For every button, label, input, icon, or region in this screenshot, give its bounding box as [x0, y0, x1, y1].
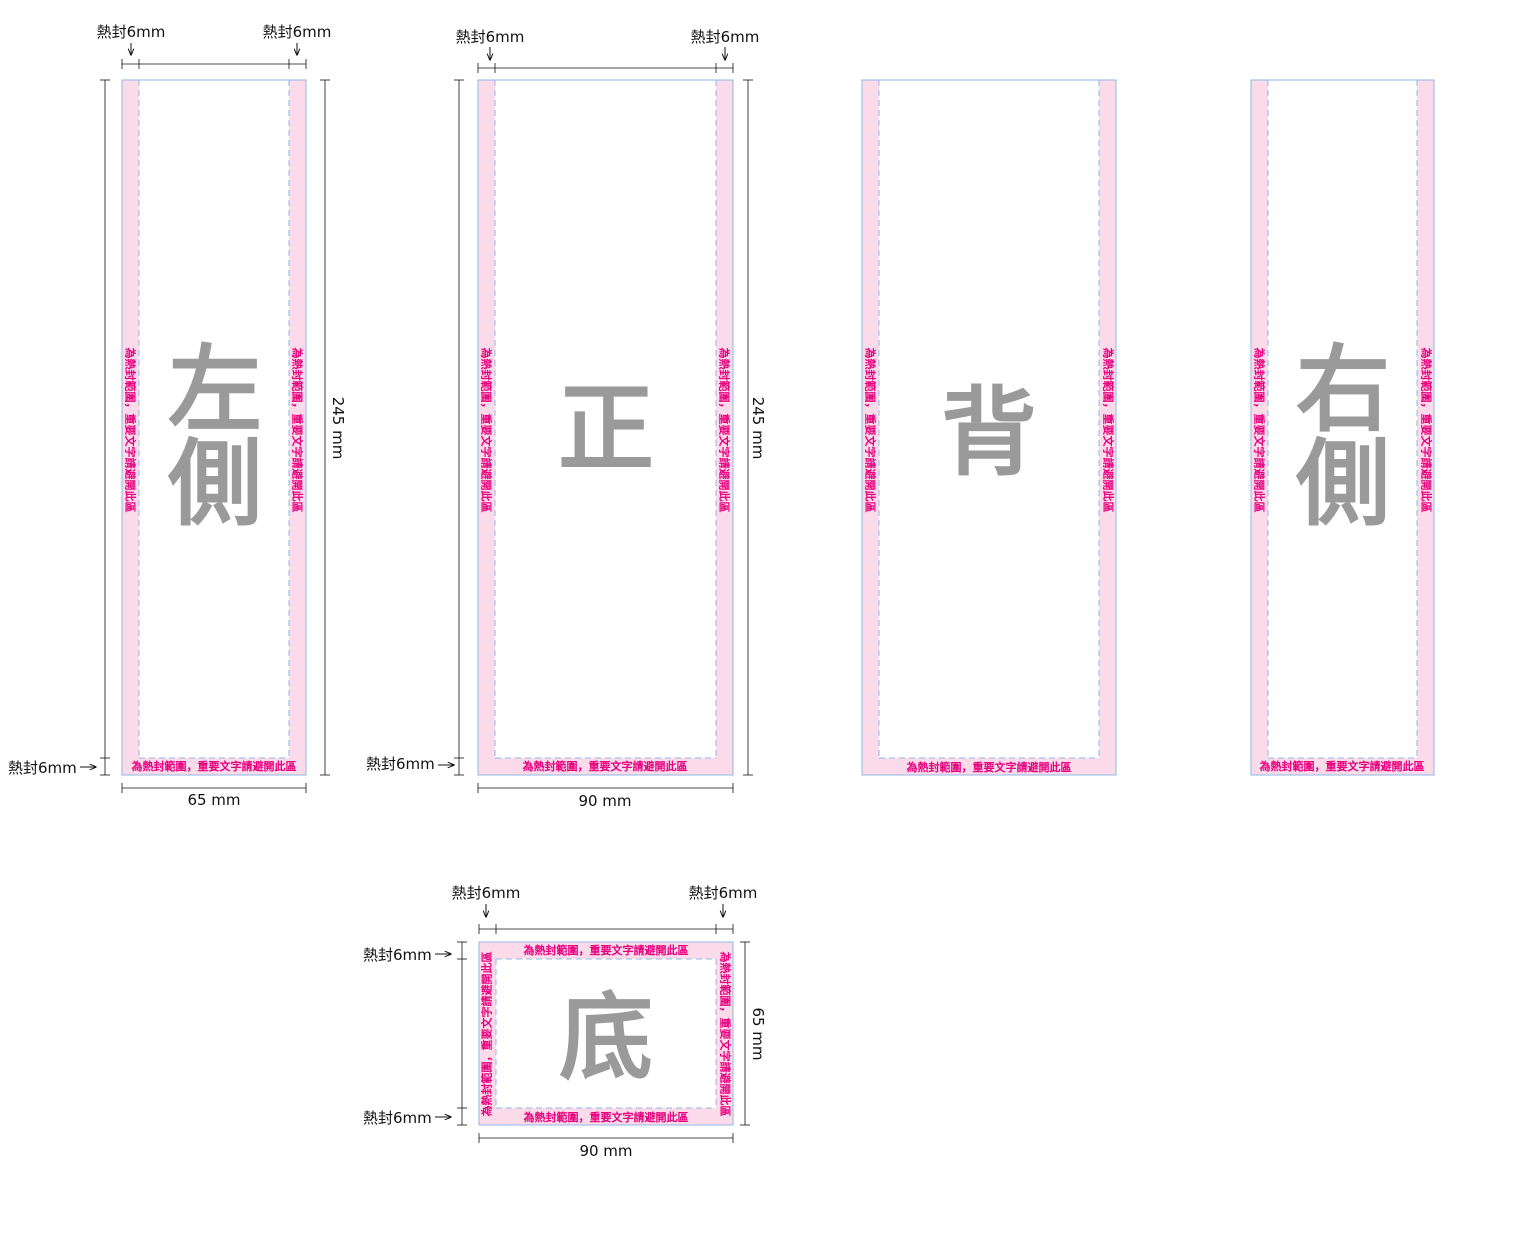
panel-outline: [862, 80, 1116, 775]
seal-strip-left: [478, 80, 495, 775]
dimension-label-width: 90 mm: [578, 792, 631, 810]
seal-strip-left: [1251, 80, 1268, 775]
seal-callout-label: 熱封6mm: [366, 755, 435, 773]
panel-label-line1: 左: [168, 336, 262, 445]
seal-callout-label: 熱封6mm: [456, 28, 525, 46]
seal-warning-vertical: 為熱封範圍，重要文字請避開此區: [480, 952, 494, 1117]
seal-warning-vertical: 為熱封範圍，重要文字請避開此區: [1420, 348, 1434, 513]
seal-warning-vertical: 為熱封範圍，重要文字請避開此區: [291, 348, 305, 513]
panel-label-line1: 右: [1296, 336, 1390, 445]
panel-border: [861, 79, 1117, 776]
dimension-label-width: 65 mm: [187, 791, 240, 809]
seal-callout-label: 熱封6mm: [363, 1109, 432, 1127]
seal-warning-vertical: 為熱封範圍，重要文字請避開此區: [1102, 348, 1116, 513]
dimensions-front: 熱封6mm 熱封6mm 熱封6mm 245 mm 90 mm: [366, 28, 767, 810]
seal-strip-bottom: [122, 758, 306, 775]
panel-left-side: 為熱封範圍，重要文字請避開此區 為熱封範圍，重要文字請避開此區 為熱封範圍，重要…: [121, 79, 307, 776]
seal-callout-label: 熱封6mm: [452, 884, 521, 902]
panel-border: [477, 79, 734, 776]
seal-strip-bottom: [479, 1108, 733, 1125]
seal-callout-label: 熱封6mm: [691, 28, 760, 46]
panel-outline: [1251, 80, 1434, 775]
seal-warning-vertical: 為熱封範圍，重要文字請避開此區: [480, 348, 494, 513]
panel-bottom: 為熱封範圍，重要文字請避開此區 為熱封範圍，重要文字請避開此區 為熱封範圍，重要…: [478, 941, 734, 1126]
panel-outline: [478, 80, 733, 775]
seal-warning-vertical: 為熱封範圍，重要文字請避開此區: [1253, 348, 1267, 513]
seal-callout-label: 熱封6mm: [263, 23, 332, 41]
seal-warning-horizontal: 為熱封範圍，重要文字請避開此區: [907, 760, 1072, 774]
seal-strip-left: [122, 80, 139, 775]
dimensions-bottom: 熱封6mm 熱封6mm 熱封6mm 熱封6mm 65 mm 90 mm: [363, 884, 767, 1160]
seal-warning-vertical: 為熱封範圍，重要文字請避開此區: [864, 348, 878, 513]
panel-border: [121, 79, 307, 776]
seal-warning-horizontal: 為熱封範圍，重要文字請避開此區: [524, 943, 689, 957]
panel-right-side: 為熱封範圍，重要文字請避開此區 為熱封範圍，重要文字請避開此區 為熱封範圍，重要…: [1250, 79, 1435, 776]
seal-warning-vertical: 為熱封範圍，重要文字請避開此區: [719, 952, 733, 1117]
panel-border: [1250, 79, 1435, 776]
dimension-label-height: 245 mm: [749, 397, 767, 460]
panel-border: [478, 941, 734, 1126]
seal-warning-horizontal: 為熱封範圍，重要文字請避開此區: [1260, 759, 1425, 773]
seal-strip-right: [716, 942, 733, 1125]
seal-warning-vertical: 為熱封範圍，重要文字請避開此區: [718, 348, 732, 513]
seal-warning-horizontal: 為熱封範圍，重要文字請避開此區: [523, 759, 688, 773]
panel-label: 底: [559, 984, 653, 1093]
seal-warning-horizontal: 為熱封範圍，重要文字請避開此區: [524, 1110, 689, 1124]
seal-strip-left: [862, 80, 879, 775]
dimension-label-height: 65 mm: [749, 1007, 767, 1060]
dimension-label-height: 245 mm: [329, 397, 347, 460]
seal-warning-vertical: 為熱封範圍，重要文字請避開此區: [124, 348, 138, 513]
seal-strip-left: [479, 942, 496, 1125]
seal-strip-right: [1417, 80, 1434, 775]
seal-warning-horizontal: 為熱封範圍，重要文字請避開此區: [132, 759, 297, 773]
seal-strip-bottom: [862, 758, 1116, 775]
panel-label: 正: [558, 373, 654, 485]
seal-strip-right: [1099, 80, 1116, 775]
seal-strip-bottom: [478, 758, 733, 775]
dimensions-left-side: 熱封6mm 熱封6mm 熱封6mm 245 mm 65 mm: [8, 23, 347, 809]
seal-callout-label: 熱封6mm: [363, 946, 432, 964]
seal-strip-top: [479, 942, 733, 959]
dimension-label-width: 90 mm: [579, 1142, 632, 1160]
seal-strip-right: [716, 80, 733, 775]
panel-front: 為熱封範圍，重要文字請避開此區 為熱封範圍，重要文字請避開此區 為熱封範圍，重要…: [477, 79, 734, 776]
panel-outline: [121, 79, 307, 776]
panel-label-line2: 側: [167, 430, 262, 539]
seal-strip-right: [289, 80, 306, 775]
panel-label-line2: 側: [1295, 430, 1390, 539]
panel-label: 背: [941, 377, 1037, 489]
seal-strip-bottom: [1251, 758, 1434, 775]
panel-outline: [479, 942, 733, 1125]
seal-callout-label: 熱封6mm: [8, 759, 77, 777]
seal-callout-label: 熱封6mm: [97, 23, 166, 41]
panel-back: 為熱封範圍，重要文字請避開此區 為熱封範圍，重要文字請避開此區 為熱封範圍，重要…: [861, 79, 1117, 776]
seal-callout-label: 熱封6mm: [689, 884, 758, 902]
